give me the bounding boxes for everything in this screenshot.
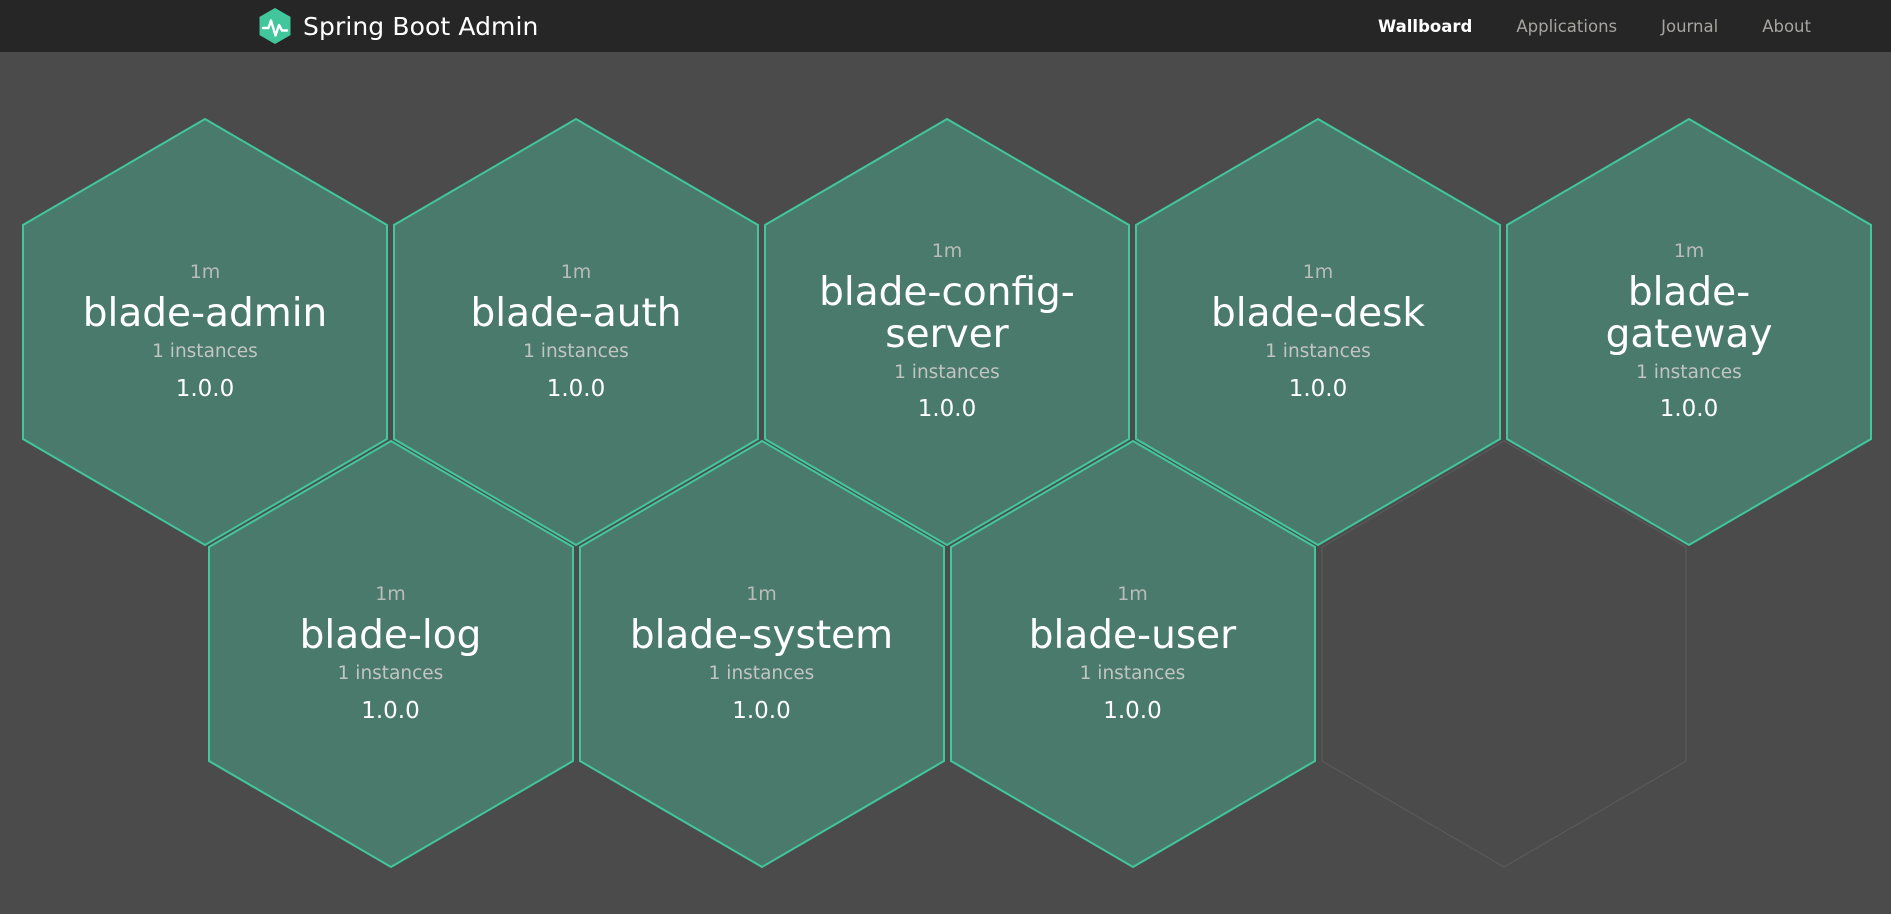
brand-title: Spring Boot Admin — [303, 11, 539, 41]
nav-link-wallboard[interactable]: Wallboard — [1378, 16, 1473, 36]
brand-link[interactable]: Spring Boot Admin — [258, 7, 539, 45]
nav-link-about[interactable]: About — [1762, 16, 1811, 36]
main-nav: Wallboard Applications Journal About — [1356, 11, 1833, 42]
nav-link-applications[interactable]: Applications — [1516, 16, 1618, 36]
nav-link-journal[interactable]: Journal — [1661, 16, 1719, 36]
heartbeat-hexagon-icon — [258, 7, 292, 45]
navbar: Spring Boot Admin Wallboard Applications… — [0, 0, 1891, 52]
empty-hexagon-placeholder — [1318, 439, 1690, 869]
